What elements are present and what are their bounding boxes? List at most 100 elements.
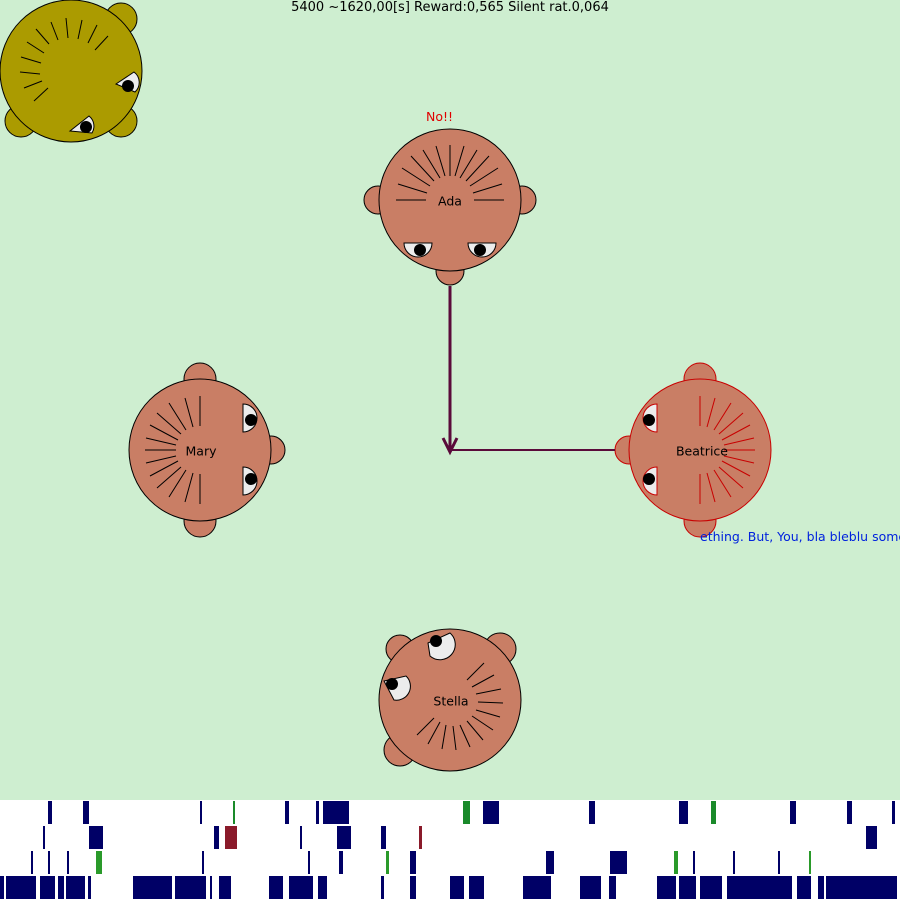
activity-segment [410, 876, 416, 899]
gaze-arrow [441, 286, 615, 456]
activity-segment [727, 876, 792, 899]
agent-stella[interactable]: Stella [378, 628, 522, 772]
activity-segment [892, 801, 895, 824]
activity-segment [339, 851, 343, 874]
activity-segment [300, 826, 302, 849]
activity-segment [381, 876, 384, 899]
activity-segment [43, 826, 45, 849]
activity-segment [711, 801, 716, 824]
activity-segment [610, 851, 627, 874]
agent-beatrice[interactable]: Beatrice [614, 362, 772, 538]
agent-ada[interactable]: Ada [363, 128, 537, 286]
speech-beatrice: ething. But, You, bla bleblu somet [700, 529, 900, 544]
timeline-row-stella [0, 876, 897, 899]
activity-segment [58, 876, 64, 899]
activity-segment [289, 876, 313, 899]
activity-segment [679, 801, 688, 824]
agent-observer [0, 0, 143, 143]
activity-timeline [0, 800, 900, 900]
activity-segment [210, 876, 212, 899]
activity-segment [419, 826, 422, 849]
activity-segment [679, 876, 696, 899]
activity-segment [269, 876, 283, 899]
activity-segment [609, 876, 616, 899]
timeline-row-mary [43, 826, 877, 849]
stella-hair [416, 662, 504, 751]
activity-segment [88, 876, 91, 899]
activity-segment [523, 876, 551, 899]
activity-segment [316, 801, 319, 824]
activity-segment [31, 851, 33, 874]
activity-segment [847, 801, 852, 824]
activity-segment [546, 851, 554, 874]
activity-segment [6, 876, 36, 899]
status-readout: 5400 ~1620,00[s] Reward:0,565 Silent rat… [291, 0, 609, 15]
activity-segment [674, 851, 678, 874]
activity-segment [733, 851, 735, 874]
activity-segment [48, 851, 50, 874]
activity-segment [318, 876, 327, 899]
activity-segment [202, 851, 204, 874]
mary-hair [145, 396, 201, 504]
activity-segment [83, 801, 89, 824]
activity-segment [469, 876, 484, 899]
mary-eye-upper [242, 403, 258, 433]
activity-segment [175, 876, 206, 899]
activity-segment [200, 801, 202, 824]
activity-segment [826, 876, 897, 899]
activity-segment [450, 876, 464, 899]
timeline-row-beatrice [31, 851, 811, 874]
activity-segment [809, 851, 811, 874]
activity-segment [66, 876, 85, 899]
observer-hair [19, 17, 109, 102]
observer-head [0, 0, 143, 143]
mary-eye-lower [242, 466, 258, 496]
activity-segment [40, 876, 55, 899]
activity-segment [225, 826, 237, 849]
activity-segment [96, 851, 102, 874]
activity-segment [866, 826, 877, 849]
speech-ada: No!! [426, 109, 453, 124]
activity-segment [233, 801, 235, 824]
ada-head [378, 128, 522, 272]
activity-segment [410, 851, 416, 874]
activity-segment [323, 801, 349, 824]
observer-eye-upper [114, 71, 140, 93]
observer-eye-lower [68, 115, 95, 134]
activity-segment [693, 851, 695, 874]
activity-segment [797, 876, 811, 899]
stella-name-label: Stella [433, 694, 468, 709]
beatrice-head [628, 378, 772, 522]
beatrice-eye-upper [642, 403, 658, 433]
activity-segment [219, 876, 231, 899]
timeline-row-ada [48, 801, 895, 824]
stella-eye-lower [383, 675, 411, 701]
activity-segment [0, 876, 4, 899]
stella-head [378, 628, 522, 772]
activity-segment [790, 801, 796, 824]
activity-segment [308, 851, 310, 874]
activity-segment [483, 801, 499, 824]
activity-segment [589, 801, 595, 824]
activity-segment [700, 876, 722, 899]
activity-segment [67, 851, 69, 874]
activity-segment [133, 876, 172, 899]
agent-mary[interactable]: Mary [128, 362, 286, 538]
activity-segment [337, 826, 351, 849]
scene-svg: Ada [0, 0, 900, 772]
activity-segment [778, 851, 780, 874]
mary-head [128, 378, 272, 522]
ada-eye-right [467, 242, 497, 258]
ada-name-label: Ada [438, 194, 462, 209]
beatrice-hair [699, 396, 755, 504]
activity-segment [818, 876, 824, 899]
stella-eye-upper [427, 632, 456, 661]
beatrice-name-label: Beatrice [676, 444, 728, 459]
mary-name-label: Mary [186, 444, 218, 459]
activity-segment [580, 876, 601, 899]
simulation-canvas: Ada [0, 0, 900, 800]
activity-segment [214, 826, 219, 849]
ada-hair [396, 145, 504, 201]
activity-segment [463, 801, 470, 824]
activity-segment [89, 826, 103, 849]
